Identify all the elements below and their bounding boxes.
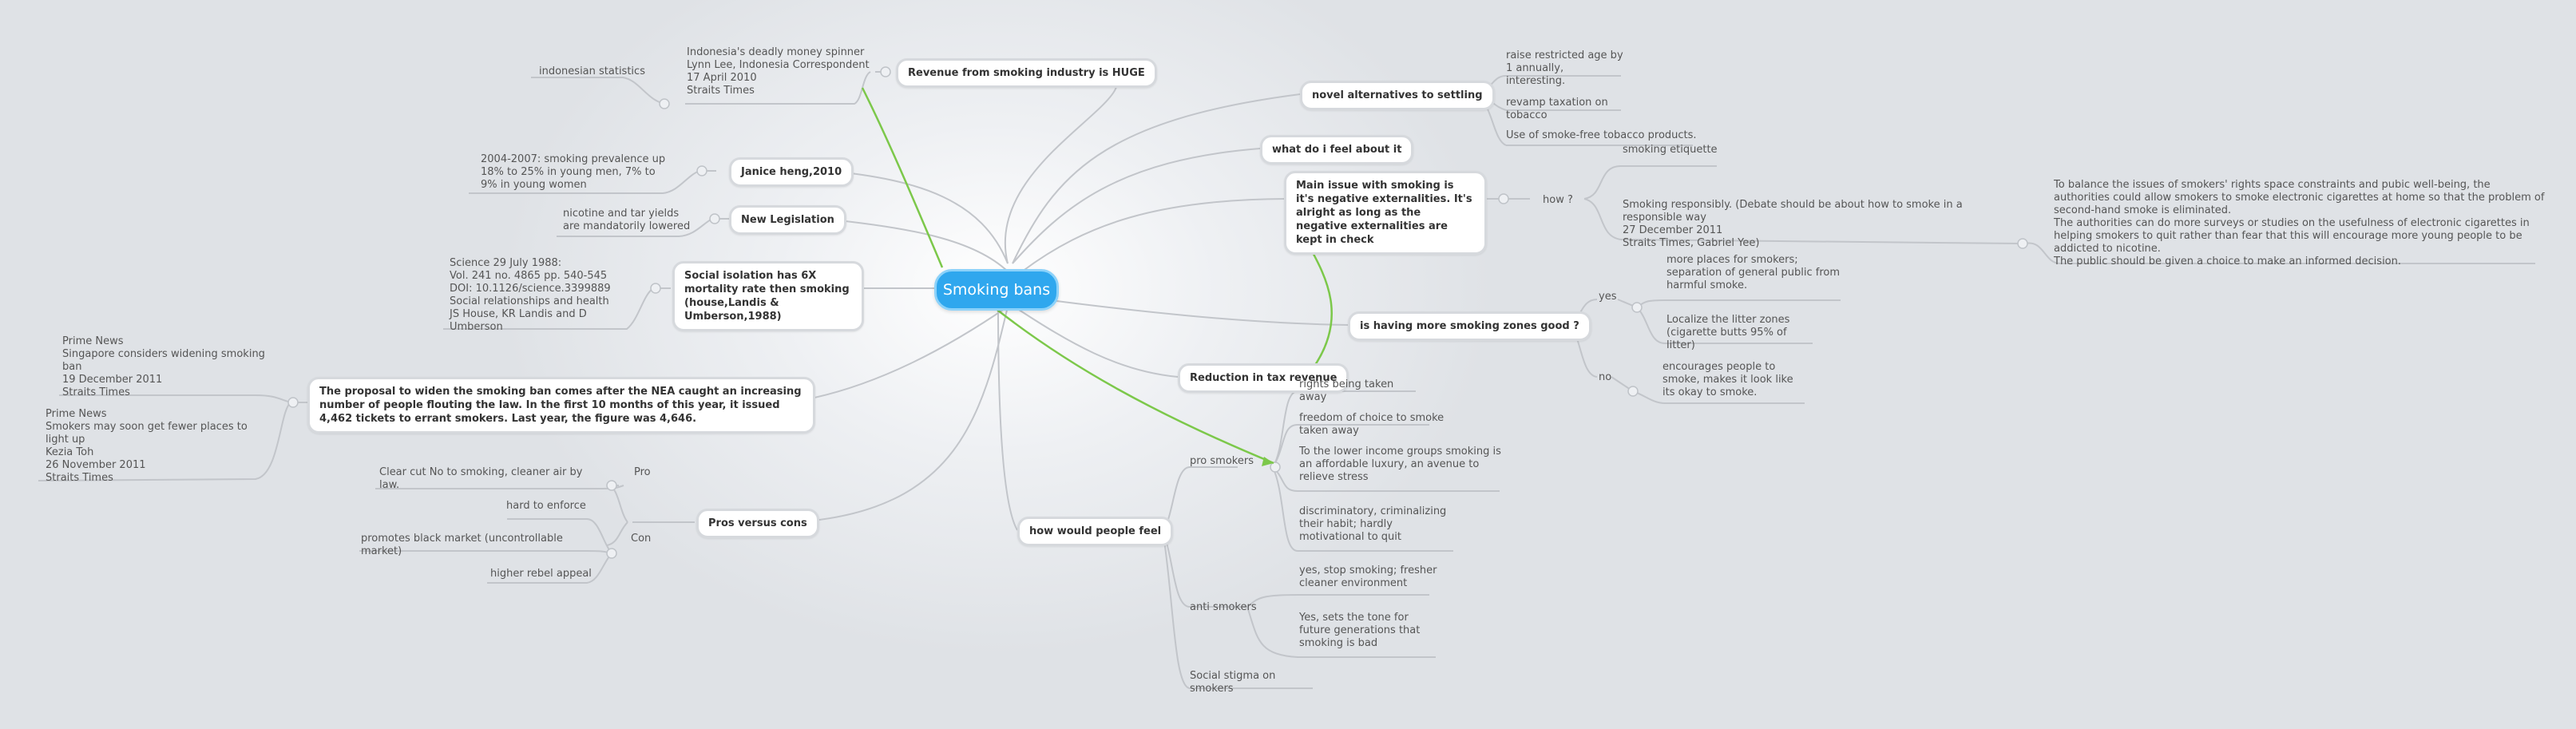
- topic-label: Social isolation has 6X mortality rate t…: [684, 270, 850, 323]
- proscons-pro-label: Pro: [634, 466, 651, 478]
- topic-social-isolation[interactable]: Social isolation has 6X mortality rate t…: [672, 261, 864, 331]
- people-anti-smokers: anti smokers: [1190, 601, 1257, 613]
- topic-label: Reduction in tax revenue: [1190, 372, 1338, 384]
- pro-item-freedom: freedom of choice to smoke taken away: [1299, 412, 1445, 437]
- revenue-source: Indonesia's deadly money spinner Lynn Le…: [687, 46, 870, 97]
- issue-balance-note: To balance the issues of smokers' rights…: [2054, 179, 2545, 267]
- zones-yes-item-more-places: more places for smokers; separation of g…: [1666, 254, 1841, 291]
- topic-new-legislation[interactable]: New Legislation: [729, 205, 846, 235]
- topic-label: Janice heng,2010: [741, 166, 842, 178]
- novel-item-raise-age: raise restricted age by 1 annually, inte…: [1506, 50, 1623, 87]
- pro-item-rights: rights being taken away: [1299, 378, 1394, 403]
- novel-item-smoke-free: Use of smoke-free tobacco products.: [1506, 129, 1697, 141]
- novel-item-revamp-tax: revamp taxation on tobacco: [1506, 97, 1608, 121]
- issue-smoking-responsibly: Smoking responsibly. (Debate should be a…: [1623, 199, 1963, 249]
- proscons-con-label: Con: [631, 533, 652, 545]
- topic-label: what do i feel about it: [1272, 144, 1402, 156]
- issue-smoking-etiquette: smoking etiquette: [1623, 144, 1718, 156]
- issue-how-label: how ?: [1543, 194, 1573, 206]
- pro-item-affordable-luxury: To the lower income groups smoking is an…: [1299, 446, 1501, 483]
- topic-how-people-feel[interactable]: how would people feel: [1017, 517, 1174, 546]
- people-social-stigma: Social stigma on smokers: [1190, 670, 1276, 695]
- topic-label: is having more smoking zones good ?: [1360, 320, 1579, 332]
- topic-smoking-zones[interactable]: is having more smoking zones good ?: [1348, 311, 1591, 341]
- con-item-hard-to-enforce: hard to enforce: [506, 500, 586, 512]
- isolation-source: Science 29 July 1988: Vol. 241 no. 4865 …: [450, 257, 611, 333]
- zones-yes-label: yes: [1599, 291, 1617, 303]
- topic-novel-alternatives[interactable]: novel alternatives to settling: [1300, 81, 1495, 110]
- central-topic[interactable]: Smoking bans: [934, 269, 1059, 311]
- topic-what-do-i-feel[interactable]: what do i feel about it: [1260, 135, 1414, 164]
- janice-prevalence-note: 2004-2007: smoking prevalence up 18% to …: [481, 153, 666, 191]
- con-item-black-market: promotes black market (uncontrollable ma…: [361, 533, 563, 557]
- con-item-rebel-appeal: higher rebel appeal: [490, 568, 592, 580]
- topic-label: Pros versus cons: [708, 517, 807, 529]
- topic-revenue-huge[interactable]: Revenue from smoking industry is HUGE: [896, 58, 1157, 88]
- legislation-note: nicotine and tar yields are mandatorily …: [563, 208, 691, 232]
- topic-label: New Legislation: [741, 214, 834, 226]
- topic-label: novel alternatives to settling: [1312, 89, 1483, 101]
- topic-label: how would people feel: [1029, 525, 1162, 537]
- topic-label: The proposal to widen the smoking ban co…: [319, 386, 802, 425]
- anti-item-future-generations: Yes, sets the tone for future generation…: [1299, 612, 1421, 649]
- topic-label: Revenue from smoking industry is HUGE: [908, 67, 1145, 79]
- topic-janice-heng[interactable]: Janice heng,2010: [729, 157, 854, 187]
- revenue-indonesian-stats: indonesian statistics: [539, 65, 645, 77]
- zones-no-label: no: [1599, 371, 1612, 383]
- central-topic-label: Smoking bans: [942, 281, 1051, 299]
- pro-item-clear-cut: Clear cut No to smoking, cleaner air by …: [379, 466, 583, 491]
- topic-label: Main issue with smoking is it's negative…: [1296, 180, 1472, 246]
- topic-proposal-widen-ban[interactable]: The proposal to widen the smoking ban co…: [307, 377, 815, 434]
- topic-pros-versus-cons[interactable]: Pros versus cons: [696, 509, 819, 538]
- topic-tax-revenue[interactable]: Reduction in tax revenue: [1178, 363, 1349, 393]
- topic-main-issue[interactable]: Main issue with smoking is it's negative…: [1284, 171, 1487, 255]
- people-pro-smokers: pro smokers: [1190, 455, 1254, 467]
- zones-yes-item-litter: Localize the litter zones (cigarette but…: [1666, 314, 1790, 351]
- zones-no-item-encourages: encourages people to smoke, makes it loo…: [1663, 361, 1793, 398]
- proposal-source-2: Prime News Smokers may soon get fewer pl…: [46, 408, 248, 484]
- anti-item-cleaner-environment: yes, stop smoking; fresher cleaner envir…: [1299, 565, 1437, 589]
- proposal-source-1: Prime News Singapore considers widening …: [62, 335, 265, 398]
- pro-item-discriminatory: discriminatory, criminalizing their habi…: [1299, 505, 1447, 543]
